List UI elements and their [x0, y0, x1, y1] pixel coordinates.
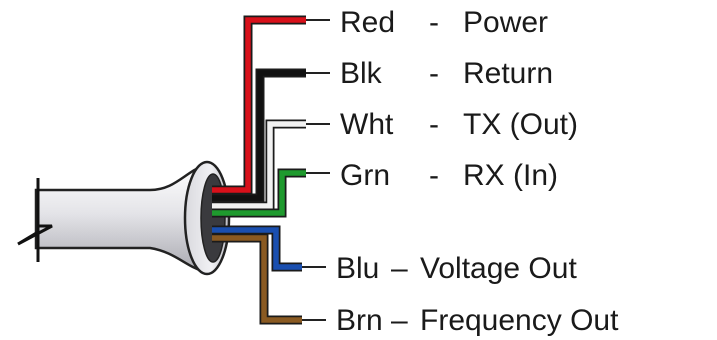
- wire-separator: –: [391, 252, 408, 285]
- wire-color-label: Blk: [340, 57, 383, 90]
- wire-black: [212, 70, 306, 201]
- wire-function-label: TX (Out): [463, 108, 578, 141]
- cable: [17, 160, 231, 276]
- wire-color-label: Red: [340, 6, 395, 39]
- wire-separator: -: [429, 57, 439, 90]
- wire-function-label: Return: [463, 57, 553, 90]
- break-symbol: [17, 178, 53, 262]
- wire-color-label: Blu: [336, 252, 379, 285]
- wire-function-label: RX (In): [463, 159, 558, 192]
- wire-color-label: Wht: [340, 108, 394, 141]
- wire-red: [212, 17, 306, 193]
- wire-color-label: Grn: [340, 159, 390, 192]
- wire-function-label: Frequency Out: [420, 304, 619, 337]
- wire-green: [212, 170, 306, 216]
- wire-brown: [212, 235, 302, 323]
- wire-separator: -: [429, 159, 439, 192]
- wire-function-label: Voltage Out: [420, 252, 577, 285]
- wire-separator: –: [391, 304, 408, 337]
- label-group: Red - Power Blk - Return Wht - TX (Out) …: [336, 6, 619, 337]
- wire-color-label: Brn: [336, 304, 383, 337]
- wire-separator: -: [429, 108, 439, 141]
- wire-separator: -: [429, 6, 439, 39]
- wire-white: [212, 121, 306, 209]
- wire-group: [212, 15, 330, 325]
- wire-blue: [212, 227, 302, 270]
- wire-function-label: Power: [463, 6, 548, 39]
